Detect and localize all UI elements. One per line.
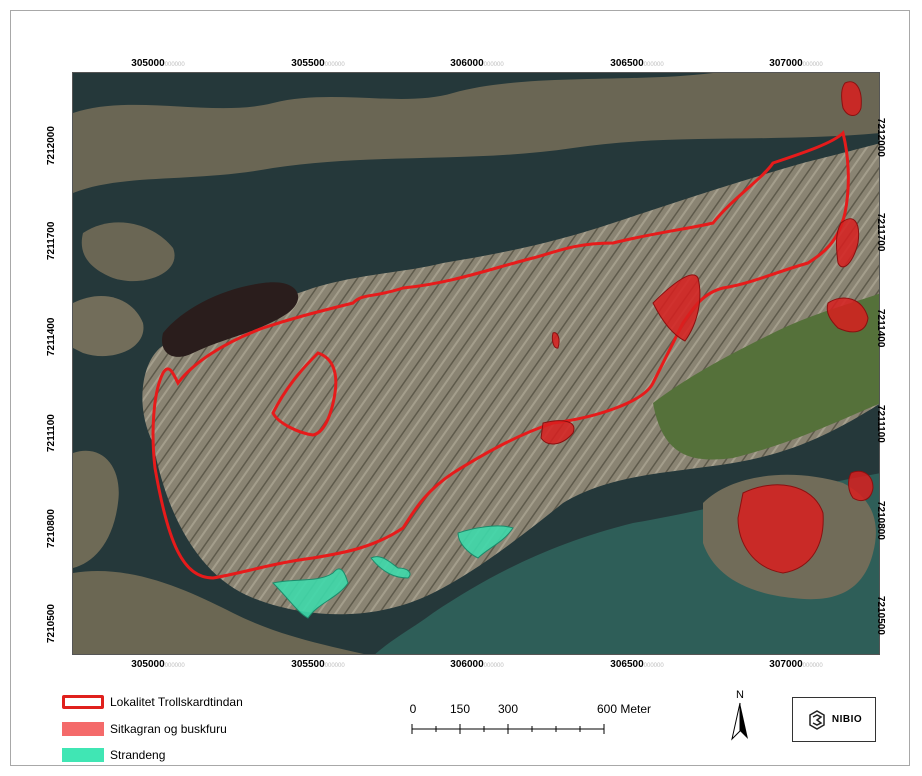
locality-trollskardtindan[interactable]	[151, 130, 850, 580]
nibio-logo-icon: NIBIO	[792, 697, 876, 742]
strandeng-area[interactable]	[370, 556, 411, 579]
x-coord-bottom: 307000000000	[769, 659, 823, 670]
legend-item-locality: Lokalitet Trollskardtindan	[62, 695, 243, 709]
legend-swatch-outline	[62, 695, 104, 709]
y-coord-left: 7212000	[46, 126, 57, 165]
scale-label: 600 Meter	[596, 702, 652, 716]
y-coord-right: 7211400	[875, 309, 886, 348]
x-coord-bottom: 306000000000	[450, 659, 504, 670]
y-coord-left: 7211700	[46, 221, 57, 260]
x-coord-top: 307000000000	[769, 58, 823, 69]
x-coord-top: 305000000000	[131, 58, 185, 69]
legend-item-sitka: Sitkagran og buskfuru	[62, 722, 227, 736]
x-coord-bottom: 306500000000	[610, 659, 664, 670]
sitka-area[interactable]	[848, 470, 874, 501]
sitka-area[interactable]	[540, 420, 575, 445]
sitka-area[interactable]	[826, 297, 869, 333]
y-coord-left: 7210800	[46, 509, 57, 548]
farmland	[653, 293, 879, 460]
x-coord-top: 306000000000	[450, 58, 504, 69]
northern-land	[73, 73, 879, 193]
y-coord-right: 7210500	[875, 596, 886, 635]
sitka-area[interactable]	[652, 274, 701, 342]
logo-brand: NIBIO	[831, 714, 863, 725]
x-coord-top: 305500000000	[291, 58, 345, 69]
map-canvas[interactable]	[72, 72, 880, 655]
locality-inner-area[interactable]	[271, 351, 338, 437]
y-coord-right: 7211100	[875, 405, 886, 443]
lake	[162, 282, 299, 357]
scale-label: 300	[497, 702, 519, 716]
x-coord-bottom: 305500000000	[291, 659, 345, 670]
nibio-emblem-icon	[809, 709, 825, 730]
y-coord-left: 7210500	[46, 604, 57, 643]
legend-label: Lokalitet Trollskardtindan	[110, 695, 243, 709]
scale-label: 0	[409, 702, 417, 716]
island	[73, 450, 119, 568]
y-coord-left: 7211100	[46, 414, 57, 452]
legend-swatch-red	[62, 722, 104, 736]
y-coord-right: 7212000	[875, 118, 886, 157]
x-coord-top: 306500000000	[610, 58, 664, 69]
map-frame	[10, 10, 910, 766]
legend-label: Sitkagran og buskfuru	[110, 722, 227, 736]
y-coord-right: 7210800	[875, 501, 886, 540]
mountain-massif	[142, 143, 879, 615]
strandeng-area[interactable]	[272, 568, 349, 619]
legend-item-strandeng: Strandeng	[62, 748, 165, 762]
island	[81, 222, 175, 282]
y-coord-left: 7211400	[46, 317, 57, 356]
north-label: N	[736, 689, 744, 701]
map-svg	[73, 73, 879, 654]
legend-label: Strandeng	[110, 748, 166, 762]
scale-label: 150	[449, 702, 471, 716]
southwest-land	[73, 571, 364, 654]
scale-bar	[411, 724, 605, 734]
y-coord-right: 7211700	[875, 213, 886, 252]
x-coord-bottom: 305000000000	[131, 659, 185, 670]
island	[73, 295, 144, 357]
north-arrow-icon: N	[730, 689, 750, 744]
north-arrow-shape	[731, 702, 748, 741]
sitka-area[interactable]	[551, 332, 560, 349]
legend-swatch-teal	[62, 748, 104, 762]
strandeng-area[interactable]	[457, 525, 514, 559]
sitka-area[interactable]	[737, 484, 824, 574]
sitka-area[interactable]	[841, 81, 862, 116]
sitka-area[interactable]	[835, 218, 860, 268]
